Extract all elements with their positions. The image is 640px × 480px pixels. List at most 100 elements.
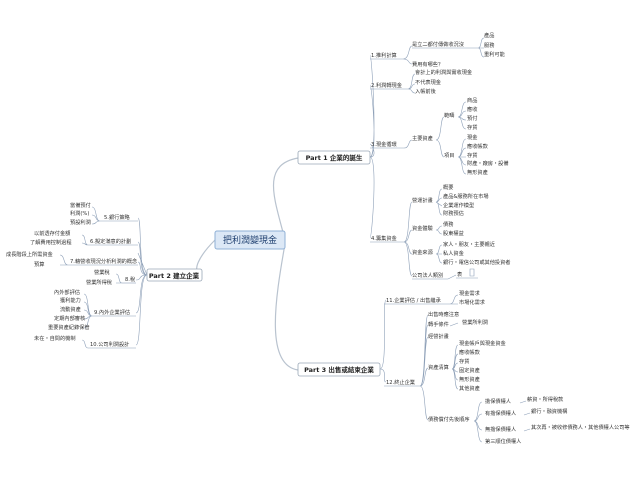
p2-n5-c0[interactable]: 當備預付 <box>70 201 91 209</box>
p2-n6[interactable]: 6.擬定滿意的計劃 <box>90 237 131 245</box>
p3-n12e-v1[interactable]: 銀行・融資機構 <box>531 407 568 415</box>
p1-n4b[interactable]: 資金體驗 <box>412 224 433 232</box>
p1-n4c[interactable]: 資金來源 <box>412 248 434 256</box>
p1-n3a1-c2[interactable]: 預付 <box>467 114 477 122</box>
p2-n7-c0[interactable]: 成長階段上所需資金 <box>6 250 54 258</box>
p2-n9[interactable]: 9.內外企業評估 <box>94 308 130 316</box>
p2-n9-c2[interactable]: 流動資產 <box>60 305 81 313</box>
part1-box[interactable] <box>297 150 371 165</box>
p2-n8-c0[interactable]: 營業稅 <box>94 268 110 276</box>
p2-n9-c0[interactable]: 內外部評估 <box>54 288 80 296</box>
p2-n5-links <box>91 206 101 225</box>
p3-n12d-c4[interactable]: 無形資產 <box>459 375 480 383</box>
p1-n3a1[interactable]: 範疇 <box>444 111 454 119</box>
p1-n3a2-c1[interactable]: 應收帳款 <box>467 142 489 150</box>
part3-label[interactable]: Part 3 出售或結束企業 <box>304 365 374 374</box>
p1-n3[interactable]: 3.現金循環 <box>371 140 398 148</box>
p3-n12e-links <box>473 401 483 443</box>
p2-n6-c1[interactable]: 了解費用控制過程 <box>30 238 72 246</box>
p3-n12b-value[interactable]: 營業所利潤 <box>462 318 488 326</box>
p3-n12c[interactable]: 經營計畫 <box>428 332 449 340</box>
p1-n4c-c2[interactable]: 銀行・電信公司或其他投資者 <box>443 258 510 266</box>
p1-n2c[interactable]: 入帳前後 <box>415 87 437 95</box>
p1-n4c-c1[interactable]: 私人資金 <box>443 249 465 257</box>
p1-n4a-c2[interactable]: 企業運作模型 <box>443 201 474 209</box>
p1-n1[interactable]: 1.推利計算 <box>371 51 397 59</box>
p1-n3a1-links <box>457 101 467 130</box>
p2-n7[interactable]: 7.藉營收現況分析利潤的概念 <box>70 257 137 265</box>
p2-n7-links <box>59 254 69 266</box>
p1-n1a-c1[interactable]: 服務 <box>484 41 495 49</box>
p3-n11-c0[interactable]: 現金需求 <box>459 289 481 297</box>
p3-n12e-v2[interactable]: 其次再・被收修債務人・其他債權人公司等 <box>531 423 630 431</box>
p1-n3a2-links <box>457 138 467 175</box>
p1-n4a[interactable]: 營運計畫 <box>412 196 433 204</box>
p2-n9-c1[interactable]: 獲利能力 <box>60 296 81 304</box>
root-node-box[interactable] <box>214 230 286 250</box>
p1-n1a-c0[interactable]: 產品 <box>484 31 494 39</box>
p1-n4d-value[interactable]: 表 <box>457 270 463 278</box>
p2-n6-c0[interactable]: 以前透存付金額 <box>34 229 70 237</box>
p1-n3a1-c3[interactable]: 存貨 <box>467 123 477 131</box>
p2-n9-c3[interactable]: 定期內部審核 <box>54 314 85 322</box>
p2-n10-link <box>81 339 89 349</box>
p2-n8[interactable]: 8.稅 <box>125 275 135 283</box>
p1-n3a2-c0[interactable]: 現金 <box>467 133 478 141</box>
p1-n1b[interactable]: 費用有哪些？ <box>412 60 443 68</box>
p3-n12d-c5[interactable]: 其他資產 <box>459 384 480 392</box>
p1-n4c-links <box>435 244 443 264</box>
p3-n12d-c3[interactable]: 固定資產 <box>459 366 480 374</box>
p1-n4b-c1[interactable]: 股東權益 <box>443 229 464 237</box>
p1-n3a[interactable]: 主要資產 <box>412 134 433 142</box>
p1-n3a1-c1[interactable]: 應收 <box>467 105 477 113</box>
p1-n2[interactable]: 2.利潤轉現金 <box>371 81 403 89</box>
p2-n5-c2[interactable]: 預設利潤 <box>70 218 91 226</box>
part1-label[interactable]: Part 1 企業的誕生 <box>306 153 363 162</box>
p1-n1a-c2[interactable]: 重利可能 <box>484 50 505 58</box>
p1-n3a2-c4[interactable]: 無形資產 <box>467 168 488 176</box>
p2-n9-c4[interactable]: 重要資產紀錄保管 <box>48 323 90 331</box>
p1-n4a-c0[interactable]: 概要 <box>443 183 453 191</box>
p2-n7-c1[interactable]: 預算 <box>34 260 44 268</box>
p1-n4a-c3[interactable]: 財務預估 <box>443 209 464 217</box>
p2-n10[interactable]: 10.公司利潤設計 <box>90 340 129 348</box>
p3-n12a[interactable]: 出售時應注意 <box>428 310 459 318</box>
root-node[interactable]: 把利潤變現金 <box>223 234 277 246</box>
p3-n12e-c2[interactable]: 無擔保債權人 <box>485 425 516 433</box>
p3-n12[interactable]: 12.終止企業 <box>386 378 415 386</box>
p3-n12d[interactable]: 資產清算 <box>428 363 449 371</box>
p3-n12d-c1[interactable]: 應收帳款 <box>459 348 481 356</box>
p1-n4b-c0[interactable]: 債務 <box>443 220 454 228</box>
p3-n12e-c1[interactable]: 有擔保債權人 <box>485 409 516 417</box>
p1-n4b-links <box>435 225 443 235</box>
p1-n4[interactable]: 4.籌集資金 <box>371 234 398 242</box>
p1-n3a2-c3[interactable]: 財產・廠房・設備 <box>467 159 509 167</box>
p2-n8-c1[interactable]: 營業所得稅 <box>86 278 112 286</box>
p1-n4a-c1[interactable]: 產品&服務所在市場 <box>443 192 489 200</box>
p3-n12e-c3[interactable]: 第三順位債權人 <box>485 437 521 445</box>
p1-n4d[interactable]: 公司法人類別 <box>412 271 443 279</box>
p1-n2a[interactable]: 會計上的利潤與實收現金 <box>415 68 473 76</box>
p1-n1a[interactable]: 是立二都付傳做收況沒 <box>412 40 464 48</box>
p3-n12d-c2[interactable]: 存貨 <box>459 357 469 365</box>
p3-n12b[interactable]: 轉手條件 <box>428 320 449 328</box>
p3-trunk <box>379 299 387 383</box>
p3-n12d-c0[interactable]: 現金帳戶與現金資金 <box>459 339 507 347</box>
p1-n4c-c0[interactable]: 家人・朋友・主要親近 <box>443 240 495 248</box>
p3-n12e-v0[interactable]: 薪資・所得稅款 <box>527 395 564 403</box>
p1-n3a2-c2[interactable]: 存貨 <box>467 151 477 159</box>
branch-root-p1 <box>272 157 299 241</box>
p1-n2b[interactable]: 不代表現金 <box>415 78 442 86</box>
p3-n11[interactable]: 11.企業評估 / 出售繼承 <box>386 296 442 304</box>
p3-n12e-c0[interactable]: 擔保債權人 <box>485 397 511 405</box>
p1-n1a-links <box>477 37 485 58</box>
p2-n10-c0[interactable]: 未在・自問的機制 <box>34 334 76 342</box>
part3-box[interactable] <box>297 362 381 377</box>
p3-n12e[interactable]: 債務償付先後順序 <box>428 415 470 423</box>
p3-n11-c1[interactable]: 市場化需求 <box>459 298 486 306</box>
p1-n3a1-c0[interactable]: 商品 <box>467 96 477 104</box>
p2-n5[interactable]: 5.銀行策略 <box>104 213 131 221</box>
p2-n5-c1[interactable]: 利潤(%) <box>70 209 89 217</box>
part2-label[interactable]: Part 2 建立企業 <box>149 271 200 280</box>
p1-n3a2[interactable]: 項目 <box>444 152 454 159</box>
